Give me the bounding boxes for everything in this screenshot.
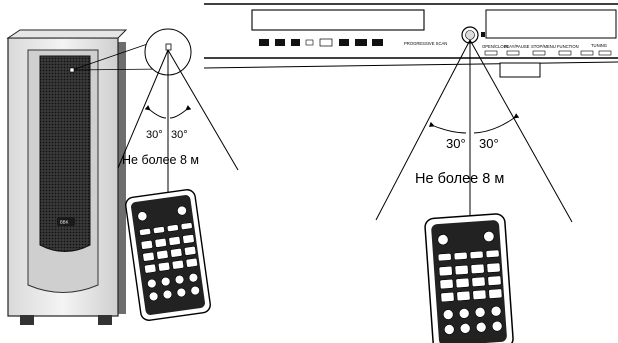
right-remote-control bbox=[424, 213, 514, 343]
right-angle-right-label: 30° bbox=[479, 136, 499, 151]
tuning-label: TUNING bbox=[591, 43, 607, 48]
standby-indicator bbox=[481, 32, 485, 37]
left-signal-cone bbox=[117, 49, 239, 195]
speaker-foot-left bbox=[20, 315, 34, 325]
display-window bbox=[485, 9, 617, 39]
format-logos bbox=[259, 38, 383, 47]
speaker-grille bbox=[39, 55, 91, 252]
progressive-scan-label: PROGRESSIVE SCAN bbox=[404, 41, 447, 46]
button-label-play-pause: PLAY/PAUSE bbox=[504, 44, 530, 49]
left-angle-left-label: 30° bbox=[146, 129, 163, 141]
ir-sensor-speaker bbox=[69, 67, 75, 73]
left-angle-right-label: 30° bbox=[171, 129, 188, 141]
speaker-logo-badge bbox=[57, 217, 75, 226]
speaker-top-edge bbox=[6, 29, 128, 39]
right-angle-left-label: 30° bbox=[446, 136, 466, 151]
front-panel-buttons bbox=[484, 50, 612, 56]
button-label-open-close: OPEN/CLOSE bbox=[482, 44, 509, 49]
speaker-logo: BBK bbox=[60, 220, 69, 225]
speaker-foot-right bbox=[98, 315, 112, 325]
disc-tray bbox=[251, 9, 425, 31]
right-distance-label: Не более 8 м bbox=[415, 171, 504, 187]
player-foot bbox=[499, 62, 541, 78]
speaker-unit: BBK bbox=[6, 29, 166, 325]
left-distance-label: Не более 8 м bbox=[122, 153, 199, 167]
dvd-player-front-panel: PROGRESSIVE SCAN OPEN/CLOSE PLAY/PAUSE S… bbox=[203, 3, 618, 78]
button-label-function: FUNCTION bbox=[557, 44, 579, 49]
ir-sensor-icon bbox=[165, 43, 172, 51]
left-remote-control bbox=[125, 189, 211, 321]
leader-line bbox=[71, 68, 166, 71]
button-label-stop-menu: STOP/MENU bbox=[531, 44, 556, 49]
right-signal-cone bbox=[375, 39, 573, 225]
